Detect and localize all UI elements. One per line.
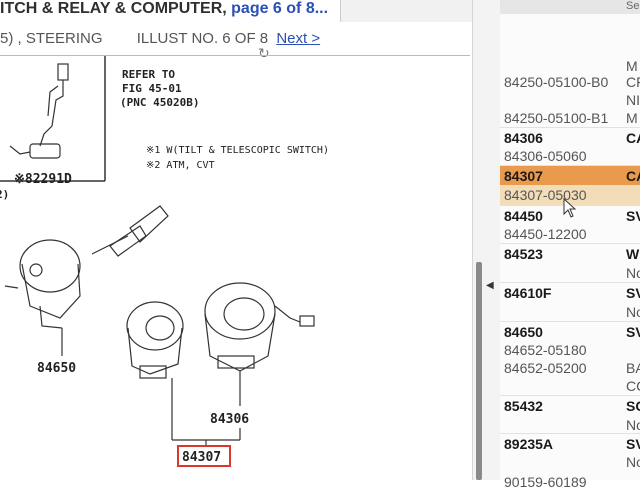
parts-table-row[interactable]: NI: [500, 90, 640, 110]
parts-table-row[interactable]: CC: [500, 376, 640, 396]
callout-82291d: ※82291D: [14, 172, 72, 187]
parts-illustration: REFER TO FIG 45-01 (PNC 45020B) ※82291D …: [0, 56, 329, 467]
parts-table-row[interactable]: 84306-05060: [500, 146, 640, 166]
part-number[interactable]: 84523: [504, 246, 543, 262]
spiral-cable-drawing: [204, 282, 315, 406]
part-number[interactable]: 84610F: [504, 285, 552, 301]
part-description: CC: [626, 378, 640, 394]
part-description: NI: [626, 92, 640, 108]
parts-table: [500, 0, 640, 480]
callout-bracket: [172, 428, 241, 446]
part-number[interactable]: 84306-05060: [504, 148, 587, 164]
part-description: BA: [626, 360, 640, 376]
page-indicator-link[interactable]: page 6 of 8...: [231, 0, 329, 17]
refresh-icon[interactable]: ↻: [258, 45, 270, 61]
table-header-text: Sea: [626, 0, 640, 12]
parts-table-row[interactable]: 84250-05100-B1 M: [500, 108, 640, 128]
parts-table-row[interactable]: 84306 CA: [500, 128, 640, 148]
harness-drawing: [9, 63, 69, 159]
parts-table-row[interactable]: 84450 SV: [500, 206, 640, 226]
search-box-edge[interactable]: [340, 0, 476, 22]
parts-table-row[interactable]: No: [500, 452, 640, 472]
combination-switch-drawing: [4, 205, 169, 356]
part-description: No: [626, 417, 640, 433]
parts-table-row[interactable]: 84307-05030: [500, 185, 640, 205]
highlight-box-84307: [177, 445, 231, 467]
callout-2: 2): [0, 188, 9, 201]
part-description: M: [626, 110, 638, 126]
callout-84650: 84650: [37, 361, 76, 376]
parts-table-row[interactable]: 89235A SV: [500, 434, 640, 454]
part-description: SV: [626, 436, 640, 452]
part-number[interactable]: 85432: [504, 398, 543, 414]
part-description: SV: [626, 208, 640, 224]
collapse-arrow-icon[interactable]: ◀: [486, 280, 494, 291]
subtitle-bar: 5) , STEERING ILLUST NO. 6 OF 8 Next >: [0, 30, 320, 47]
part-description: W: [626, 246, 640, 262]
part-number[interactable]: 84650: [504, 324, 543, 340]
callout-84306: 84306: [210, 412, 249, 427]
row-divider: [500, 321, 640, 322]
part-description: No: [626, 265, 640, 281]
row-divider: [500, 282, 640, 283]
parts-table-row[interactable]: No: [500, 302, 640, 322]
illustration-number: ILLUST NO. 6 OF 8: [136, 30, 269, 47]
callout-84307[interactable]: 84307: [182, 450, 221, 465]
row-divider: [500, 165, 640, 166]
part-description: No: [626, 454, 640, 470]
part-number[interactable]: 84306: [504, 130, 543, 146]
part-description: CA: [626, 168, 640, 184]
scrollbar-thumb[interactable]: [476, 262, 482, 480]
row-divider: [500, 243, 640, 244]
part-number[interactable]: 89235A: [504, 436, 554, 452]
parts-table-row[interactable]: M: [500, 56, 640, 76]
part-description: SC: [626, 398, 640, 414]
part-description: CA: [626, 130, 640, 146]
next-illustration-link[interactable]: Next >: [276, 30, 321, 47]
part-description: M: [626, 58, 638, 74]
mouse-cursor-icon: [563, 198, 577, 218]
row-divider: [500, 433, 640, 434]
parts-table-row[interactable]: 90159-60189: [500, 472, 640, 492]
section-name: 5) , STEERING: [0, 30, 103, 47]
part-number[interactable]: 84450: [504, 208, 543, 224]
part-number[interactable]: 84652-05200: [504, 360, 587, 376]
part-number[interactable]: 90159-60189: [504, 474, 587, 490]
parts-table-row[interactable]: No: [500, 263, 640, 283]
parts-table-row[interactable]: 84450-12200: [500, 224, 640, 244]
part-description: No: [626, 304, 640, 320]
title-text: ITCH & RELAY & COMPUTER,: [0, 0, 232, 17]
part-number[interactable]: 84652-05180: [504, 342, 587, 358]
table-header-bar: [500, 0, 640, 14]
table-header-cell: Sea: [500, 0, 640, 14]
parts-table-row[interactable]: 84610F SV: [500, 283, 640, 303]
parts-table-row[interactable]: 84650 SV: [500, 322, 640, 342]
note-1: ※1 W(TILT & TELESCOPIC SWITCH): [146, 145, 329, 156]
parts-table-row[interactable]: No: [500, 415, 640, 435]
parts-table-row[interactable]: 84652-05200 BA: [500, 358, 640, 378]
part-description: SV: [626, 324, 640, 340]
part-number[interactable]: 84250-05100-B1: [504, 110, 609, 126]
note-2: ※2 ATM, CVT: [146, 160, 215, 171]
parts-table-row[interactable]: 84523 W: [500, 244, 640, 264]
refer-line2: FIG 45-01: [122, 82, 182, 95]
header-divider: [0, 55, 470, 56]
part-number[interactable]: 84307: [504, 168, 543, 184]
parts-table-row[interactable]: 84652-05180: [500, 340, 640, 360]
part-number[interactable]: 84450-12200: [504, 226, 587, 242]
parts-table-row[interactable]: 84307 CA: [500, 166, 640, 186]
parts-table-row[interactable]: 85432 SC: [500, 396, 640, 416]
row-divider: [500, 395, 640, 396]
refer-line3: (PNC 45020B): [120, 96, 199, 109]
page-title: ITCH & RELAY & COMPUTER, page 6 of 8...: [0, 0, 328, 18]
spiral-cable-sub-assy-drawing: [126, 301, 184, 440]
part-description: CF: [626, 74, 640, 90]
row-divider: [500, 127, 640, 128]
part-number[interactable]: 84307-05030: [504, 187, 587, 203]
parts-table-row[interactable]: 84250-05100-B0 CF: [500, 72, 640, 92]
part-description: SV: [626, 285, 640, 301]
refer-line1: REFER TO: [122, 68, 175, 81]
part-number[interactable]: 84250-05100-B0: [504, 74, 609, 90]
